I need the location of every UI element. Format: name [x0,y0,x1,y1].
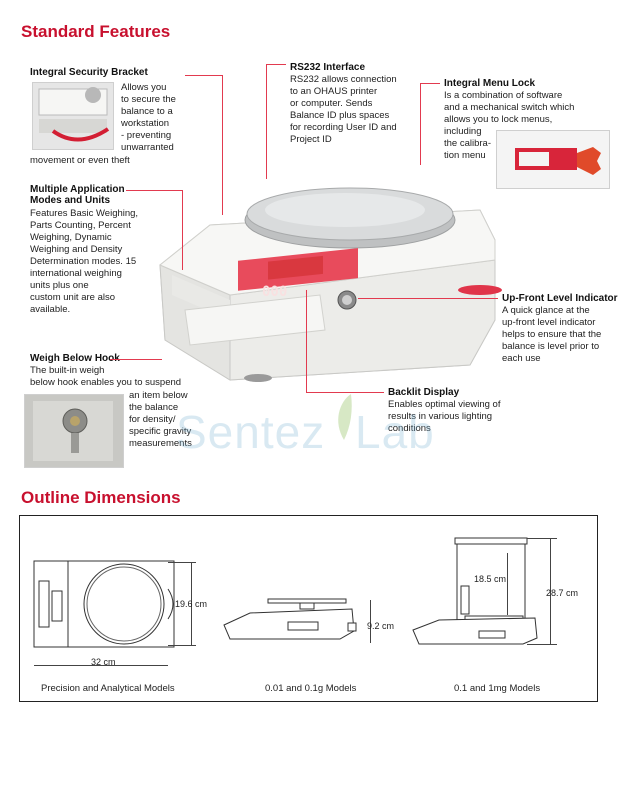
outline-dimensions-heading: Outline Dimensions [21,488,181,507]
backlit-text: Enables optimal viewing of results in va… [388,399,501,434]
depth-ext-bottom [168,645,196,646]
weigh-hook-title: Weigh Below Hook [30,353,120,364]
rs232-leader-v [266,64,267,179]
level-leader [358,298,498,299]
standard-features-heading: Standard Features [21,22,171,41]
menu-lock-photo [496,130,610,189]
backlit-leader-h [306,392,384,393]
top-view-drawing [33,560,175,648]
security-leader-h [185,75,223,76]
draft-total-label: 28.7 cm [546,588,579,598]
depth-ext-top [168,562,196,563]
caption-0-01-0-1g: 0.01 and 0.1g Models [265,683,357,694]
depth-label: 19.6 cm [175,599,208,609]
menu-lock-leader-h [420,83,440,84]
security-bracket-text-b: movement or even theft [30,155,130,166]
security-bracket-photo [32,82,114,150]
weigh-hook-photo [24,394,124,468]
draft-inner-label: 18.5 cm [474,574,507,584]
weigh-hook-text-b: an item below the balance for density/ s… [129,390,192,449]
security-bracket-text-a: Allows you to secure the balance to a wo… [121,82,176,153]
level-indicator-text: A quick glance at the up-front level ind… [502,305,602,364]
width-label: 32 cm [91,657,116,667]
draft-inner-dim-line [507,553,508,615]
menu-lock-text: Is a combination of software and a mecha… [444,90,575,161]
security-bracket-title: Integral Security Bracket [30,67,148,78]
height-low-label: 9.2 cm [367,621,395,631]
applications-leader-h [126,190,183,191]
depth-dim-line [191,562,192,646]
watermark-right: Lab [355,406,435,458]
menu-lock-leader-v [420,83,421,165]
backlit-leader-v [306,290,307,393]
applications-leader-v [182,190,183,270]
draft-total-ext-bottom [527,644,557,645]
rs232-text: RS232 allows connection to an OHAUS prin… [290,74,397,145]
menu-lock-title: Integral Menu Lock [444,78,536,89]
draftshield-view-drawing [412,537,538,645]
draft-total-dim-line [550,538,551,645]
rs232-leader-h [266,64,286,65]
level-indicator-title: Up-Front Level Indicator [502,293,618,304]
backlit-title: Backlit Display [388,387,460,398]
applications-text: Features Basic Weighing, Parts Counting,… [30,208,139,315]
caption-0-1-1mg: 0.1 and 1mg Models [454,683,541,694]
watermark-left: Sentez [176,406,326,458]
rs232-title: RS232 Interface [290,62,366,73]
weigh-hook-leader [110,359,162,360]
leaf-logo [338,394,352,440]
dimensions-frame [19,515,598,702]
draft-total-ext-top [527,538,557,539]
caption-precision-analytical: Precision and Analytical Models [41,683,175,694]
height-low-dim-line [370,600,371,643]
applications-title: Multiple Application Modes and Units [30,184,125,206]
balance-illustration [159,187,502,382]
weigh-hook-text-a: The built-in weigh below hook enables yo… [30,365,182,388]
display-readout: 000 [262,284,288,300]
width-dim-line [34,665,168,666]
security-leader-v [222,75,223,215]
side-view-low-drawing [223,598,357,640]
